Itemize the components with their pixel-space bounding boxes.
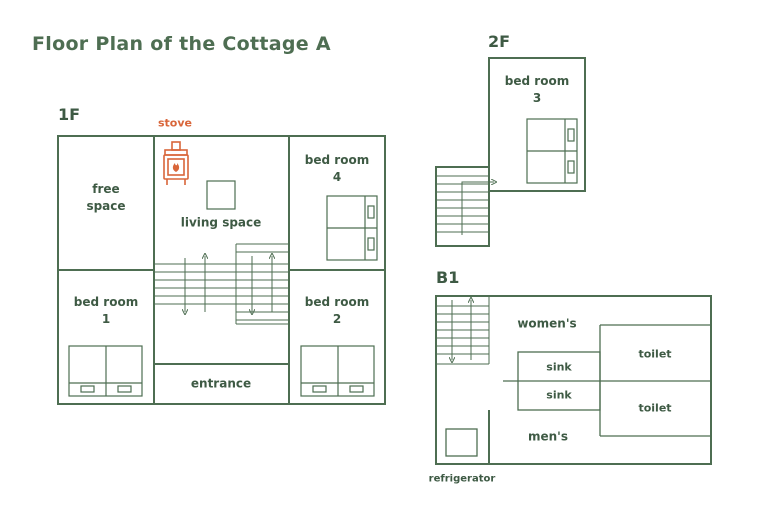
room-bed-room-1: bed room 1: [73, 295, 139, 326]
wardrobe-bedroom-1: [68, 345, 143, 397]
room-mens: men's: [527, 429, 569, 444]
refrigerator-label: refrigerator: [428, 473, 496, 485]
room-toilet-2: toilet: [638, 401, 672, 415]
room-living-space: living space: [180, 215, 262, 230]
room-entrance: entrance: [190, 376, 252, 391]
refrigerator: [445, 428, 478, 457]
wood-stove-icon: [163, 141, 189, 185]
room-toilet-1: toilet: [638, 347, 672, 361]
b1-partitions: [503, 324, 711, 437]
floor-b1: [435, 295, 712, 465]
wardrobe-bedroom-4: [326, 195, 378, 261]
floor-1f: [57, 135, 386, 405]
floor-2f: [435, 57, 586, 247]
floor-label-2f: 2F: [488, 32, 511, 51]
room-bed-room-2: bed room 2: [304, 295, 370, 326]
stove-label: stove: [158, 116, 192, 130]
stairs-1f: [154, 243, 289, 325]
plan-title: Floor Plan of the Cottage A: [32, 33, 331, 55]
room-sink-1: sink: [546, 360, 572, 374]
room-womens: women's: [517, 316, 577, 331]
floor-label-1f: 1F: [58, 105, 81, 124]
room-bed-room-4: bed room 4: [304, 153, 370, 184]
wardrobe-bedroom-3: [526, 118, 578, 184]
wardrobe-bedroom-2: [300, 345, 375, 397]
room-sink-2: sink: [546, 388, 572, 402]
stairs-2f: [436, 175, 494, 235]
room-bed-room-3: bed room 3: [504, 74, 570, 105]
floor-label-b1: B1: [436, 268, 460, 287]
stairs-b1: [436, 296, 490, 365]
room-free-space: free space: [86, 182, 126, 213]
living-table: [206, 180, 236, 210]
